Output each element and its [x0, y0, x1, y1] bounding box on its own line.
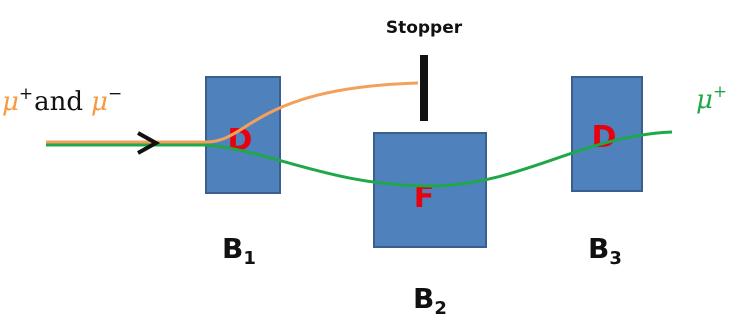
magnet-b3-block — [571, 76, 643, 192]
magnet-b3-type-letter: D — [592, 120, 617, 155]
magnet-b2-name: B — [413, 282, 434, 315]
magnet-b2-label: B2 — [413, 282, 447, 319]
incoming-plus-superscript: + — [19, 84, 33, 104]
outgoing-mu-symbol: μ — [696, 85, 713, 115]
magnet-b3-name: B — [588, 232, 609, 265]
beam-direction-arrow-icon — [137, 131, 161, 155]
incoming-mu-plus-symbol: μ — [2, 87, 19, 117]
magnet-b1-label: B1 — [222, 232, 256, 269]
incoming-and-word: and — [34, 87, 83, 117]
magnet-b2-block — [373, 132, 487, 248]
stopper-bar — [420, 55, 428, 121]
magnet-b2-type-letter: F — [414, 180, 435, 215]
mu-plus-beam — [46, 130, 673, 188]
outgoing-plus-superscript: + — [713, 82, 727, 102]
incoming-mu-minus-symbol: μ — [91, 87, 108, 117]
magnet-b2-subscript: 2 — [434, 298, 447, 319]
magnet-b3-subscript: 3 — [609, 248, 622, 269]
mu-minus-beam — [46, 81, 419, 144]
stopper-label: Stopper — [386, 18, 463, 38]
magnet-b3-label: B3 — [588, 232, 622, 269]
magnet-b1-subscript: 1 — [243, 248, 256, 269]
magnet-b1-name: B — [222, 232, 243, 265]
incoming-minus-superscript: − — [108, 84, 122, 104]
magnet-b1-block — [205, 76, 281, 194]
outgoing-particle-label: μ+ — [696, 82, 727, 115]
